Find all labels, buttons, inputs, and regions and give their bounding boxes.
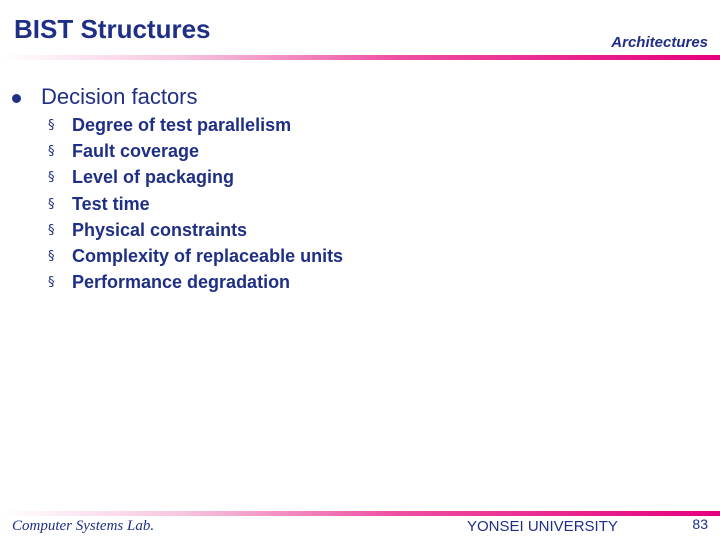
list-item-text: Level of packaging [72,167,235,188]
footer-lab-name: Computer Systems Lab. [12,518,155,534]
list-item: § Performance degradation [48,270,343,296]
section-sign-icon: § [48,196,55,212]
header-divider [0,55,720,60]
list-item: § Degree of test parallelism [48,112,343,138]
section-sign-icon: § [48,249,55,265]
list-item-text: Degree of test parallelism [72,114,292,135]
section-sign-icon: § [48,222,55,238]
footer-university: YONSEI UNIVERSITY [467,518,618,535]
list-item-text: Physical constraints [72,219,248,240]
footer-divider [0,511,720,516]
list-item: § Test time [48,191,343,217]
list-item: § Physical constraints [48,217,343,243]
page-number: 83 [692,516,708,532]
section-sign-icon: § [48,117,55,133]
section-sign-icon: § [48,143,55,159]
section-sign-icon: § [48,275,55,291]
list-item: § Level of packaging [48,165,343,191]
section-label: Architectures [611,34,708,51]
bullet-dot-icon [12,93,21,103]
main-bullet-label: Decision factors [41,84,198,109]
list-item-text: Fault coverage [72,140,200,161]
slide-title: BIST Structures [14,14,211,44]
list-item: § Complexity of replaceable units [48,243,343,269]
list-item-text: Test time [72,193,150,214]
list-item: § Fault coverage [48,138,343,164]
sub-bullet-list: § Degree of test parallelism § Fault cov… [48,112,343,296]
section-sign-icon: § [48,170,55,186]
main-bullet: Decision factors [12,84,198,110]
list-item-text: Complexity of replaceable units [72,246,344,267]
list-item-text: Performance degradation [72,272,291,293]
